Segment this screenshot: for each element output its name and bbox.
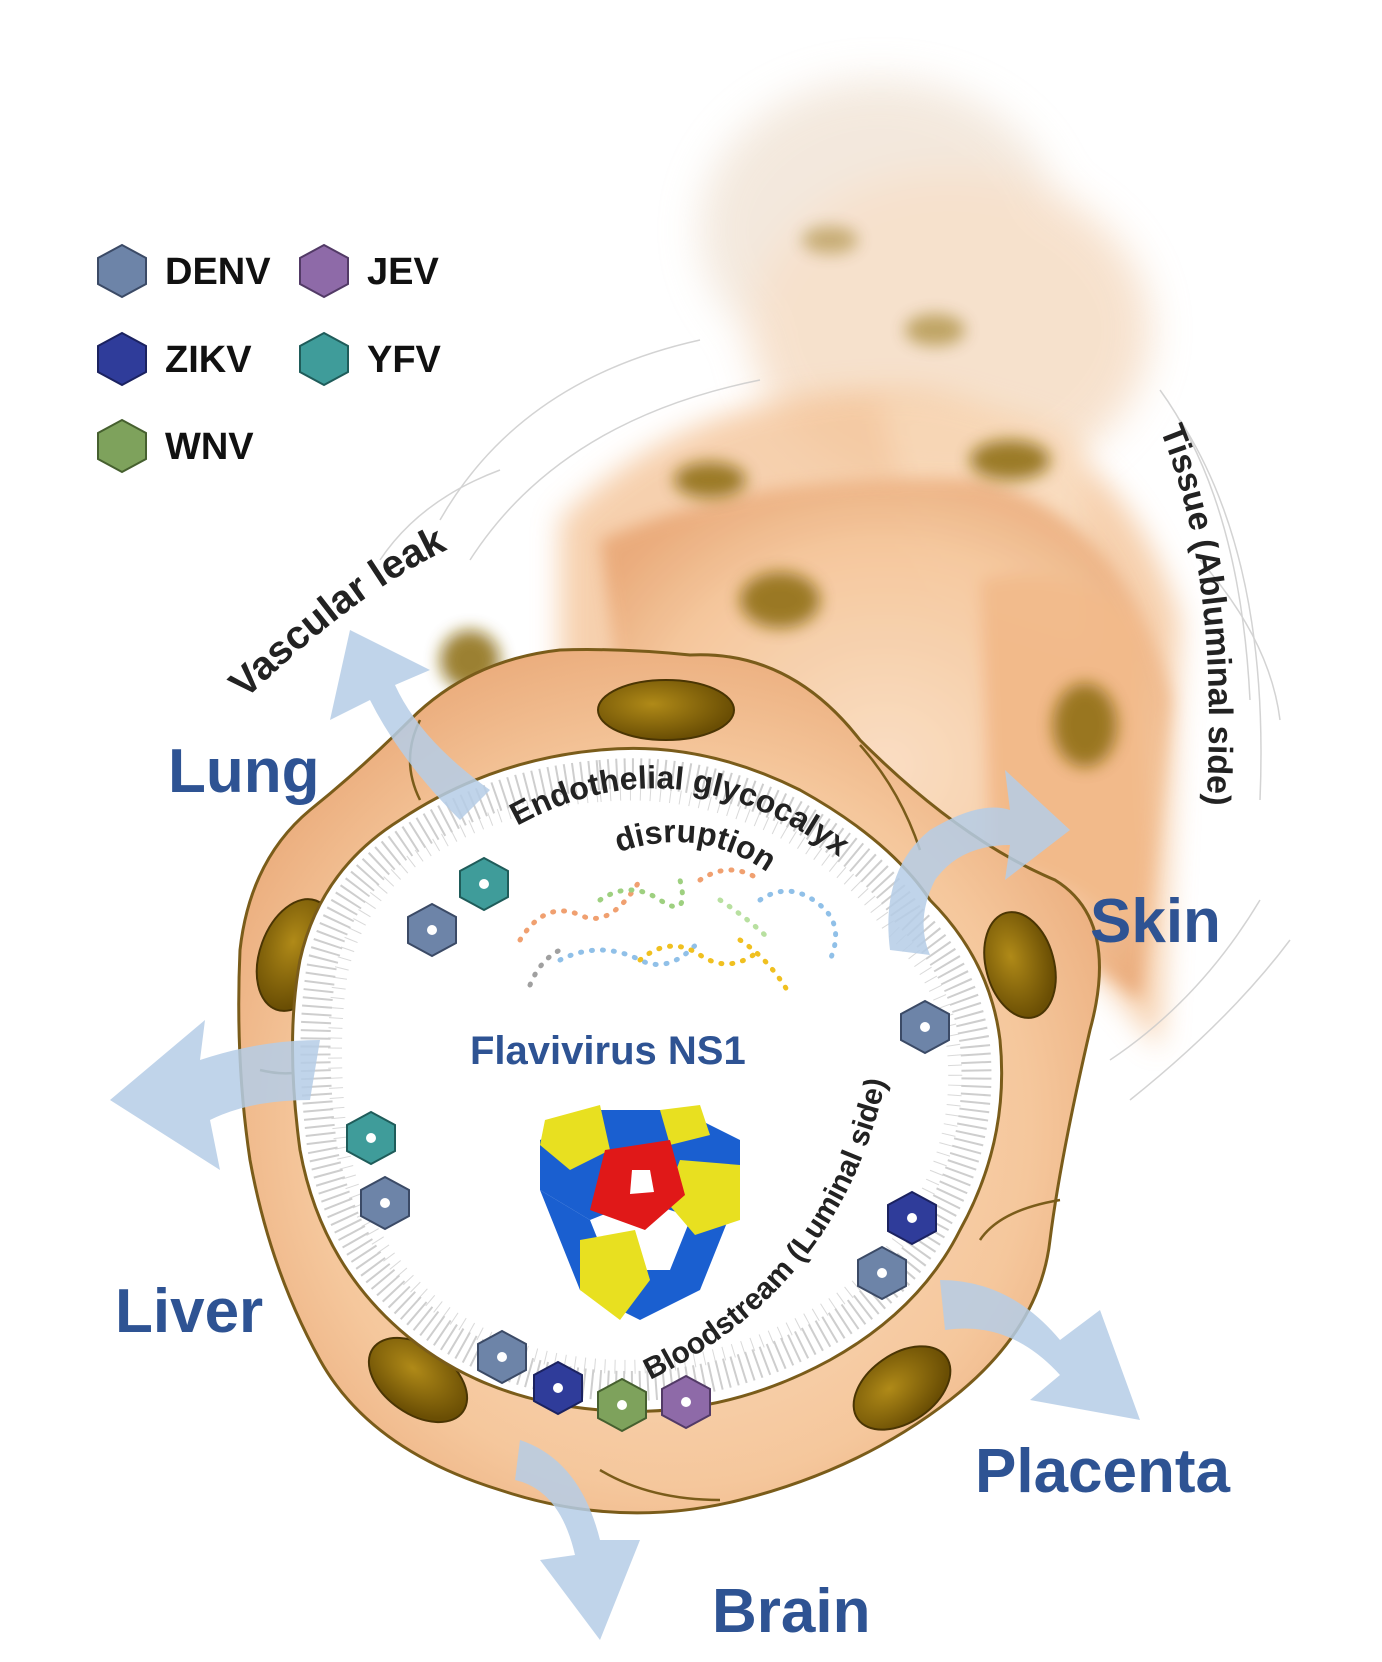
ns1-denv-particle: [407, 902, 457, 958]
legend-swatch-wnv: [97, 418, 147, 474]
legend-swatch-jev: [299, 243, 349, 299]
legend-item-denv: DENV: [97, 243, 271, 299]
ns1-denv-particle: [360, 1175, 410, 1231]
tissue-fibers: [379, 339, 1291, 1101]
arrow-brain: [515, 1440, 640, 1640]
ns1-zikv-particle: [887, 1190, 937, 1246]
arrow-placenta: [940, 1280, 1140, 1420]
flow-arrows: [110, 630, 1140, 1640]
organ-label-liver: Liver: [115, 1277, 263, 1346]
ns1-particles: [346, 856, 950, 1433]
legend-item-yfv: YFV: [299, 331, 442, 387]
arrow-lung: [330, 630, 490, 820]
legend-label-wnv: WNV: [165, 426, 254, 468]
organ-label-brain: Brain: [712, 1577, 870, 1646]
arrow-skin: [888, 770, 1070, 955]
ns1-label: Flavivirus NS1: [470, 1029, 746, 1073]
legend-label-yfv: YFV: [367, 339, 442, 381]
legend: DENV JEV ZIKV YFV WNV: [97, 243, 442, 474]
legend-swatch-zikv: [97, 331, 147, 387]
legend-item-wnv: WNV: [97, 418, 254, 474]
legend-label-denv: DENV: [165, 251, 271, 293]
ns1-jev-particle: [661, 1374, 711, 1430]
organ-label-lung: Lung: [168, 737, 320, 806]
ns1-hexamer-structure: [540, 1105, 740, 1320]
legend-label-zikv: ZIKV: [165, 339, 252, 381]
legend-item-zikv: ZIKV: [97, 331, 252, 387]
arrow-liver: [110, 1020, 320, 1170]
ns1-denv-particle: [477, 1329, 527, 1385]
ns1-yfv-particle: [459, 856, 509, 912]
ns1-denv-particle: [900, 999, 950, 1055]
vascular-leak-label: Vascular leak: [221, 518, 453, 707]
ns1-wnv-particle: [597, 1377, 647, 1433]
glycocalyx-fragments: [517, 867, 839, 998]
organ-label-placenta: Placenta: [975, 1437, 1231, 1506]
glycocalyx-layer: [300, 758, 992, 1402]
ns1-yfv-particle: [346, 1110, 396, 1166]
legend-swatch-denv: [97, 243, 147, 299]
organ-label-skin: Skin: [1090, 887, 1221, 956]
ns1-denv-particle: [857, 1245, 907, 1301]
legend-item-jev: JEV: [299, 243, 439, 299]
ns1-zikv-particle: [533, 1360, 583, 1416]
legend-label-jev: JEV: [367, 251, 439, 293]
legend-swatch-yfv: [299, 331, 349, 387]
